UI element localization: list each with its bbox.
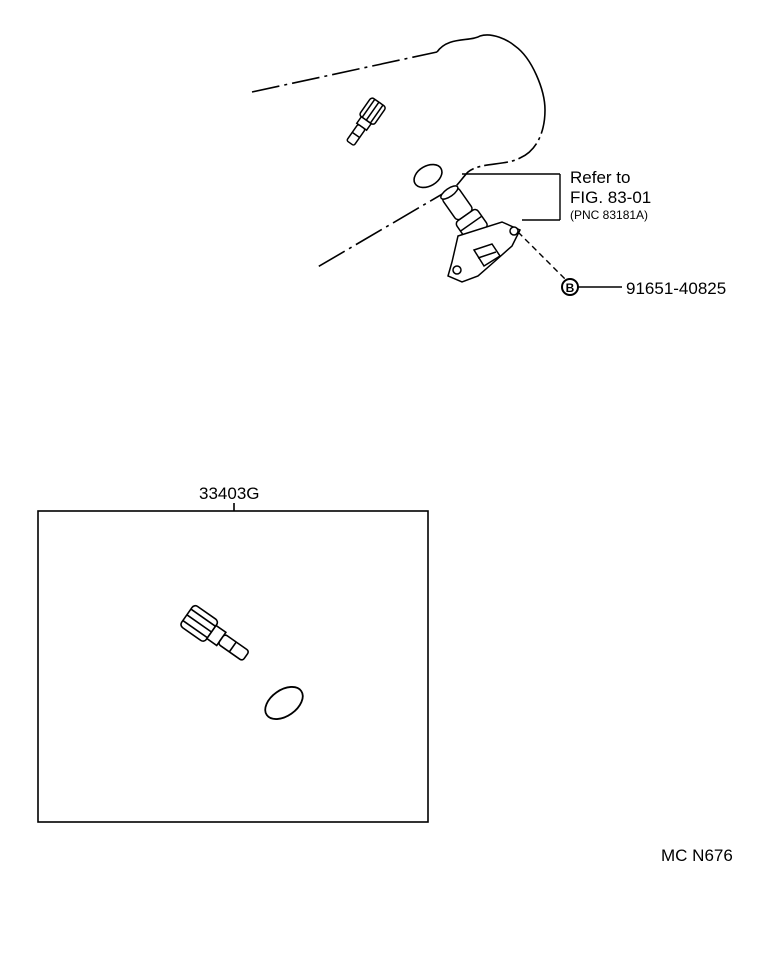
kit-part-number: 33403G [199,484,260,503]
callout-bracket [462,173,561,221]
driven-gear-kit [180,604,249,661]
transmission-housing [251,34,546,269]
speedometer-sleeve [440,185,522,283]
diagram-code: MC N676 [661,846,733,865]
figure-reference: FIG. 83-01 [570,188,652,207]
bolt-leader-dashed [517,231,567,281]
bolt-symbol: B [561,278,579,296]
bolt-part-number: 91651-40825 [626,279,727,298]
o-ring-kit [264,686,304,720]
bolt-symbol-letter: B [566,281,575,295]
pnc-reference: (PNC 83181A) [570,208,649,222]
o-ring-installed [413,163,443,189]
kit-box [37,503,429,823]
driven-gear-installed [346,97,386,146]
refer-to-text: Refer to [570,168,631,187]
